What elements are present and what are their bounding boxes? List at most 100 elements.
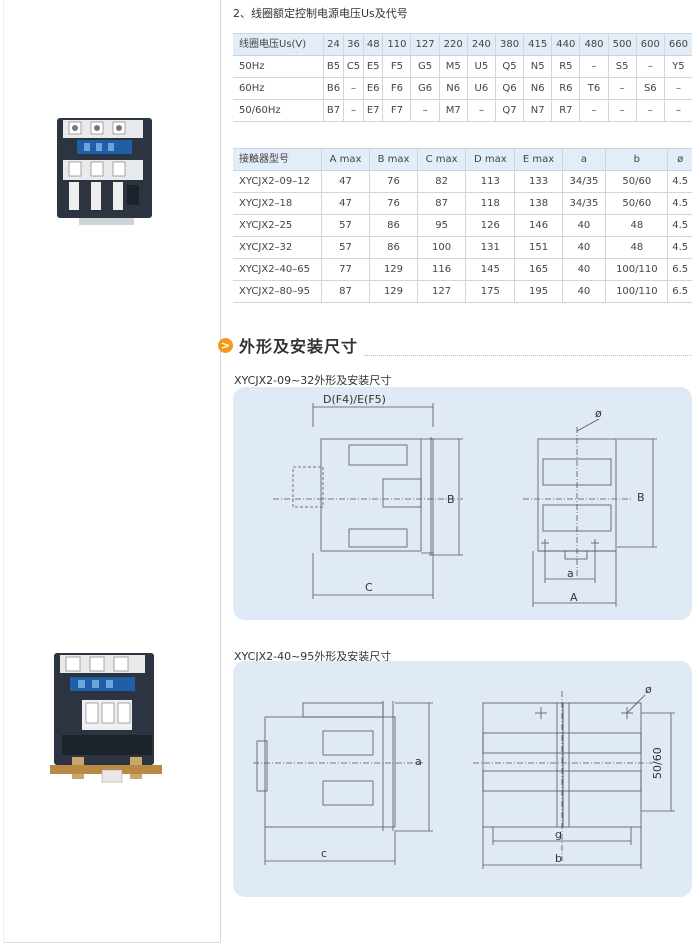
dim-label-de: D(F4)/E(F5): [323, 393, 386, 406]
header-cell: C max: [417, 148, 467, 171]
header-cell: b: [605, 148, 669, 171]
table-cell: 151: [514, 236, 563, 259]
table-cell: 40: [562, 236, 607, 259]
table-cell: E5: [363, 55, 384, 78]
table-cell: U5: [467, 55, 496, 78]
table-cell: 195: [514, 280, 563, 303]
contactor-large-photo: [50, 653, 162, 783]
table-cell: XYCJX2–09–12: [233, 170, 322, 193]
diagram2-panel: a c ø 50/60 g b: [233, 661, 692, 897]
table-cell: E7: [363, 99, 384, 122]
table-row: XYCJX2–25 57 86 95 126 146 40 48 4.5: [233, 214, 692, 237]
product-image-panel: [3, 0, 221, 943]
table-cell: XYCJX2–18: [233, 192, 322, 215]
table-cell: 87: [417, 192, 467, 215]
diagram1-title: XYCJX2-09~32外形及安装尺寸: [234, 374, 392, 387]
header-cell: 24: [323, 33, 344, 56]
table-cell: –: [410, 99, 440, 122]
table-cell: 57: [321, 214, 370, 237]
table-cell: –: [579, 55, 609, 78]
dim-label-phi: ø: [595, 407, 602, 420]
table-cell: T6: [579, 77, 609, 100]
header-cell: B max: [369, 148, 418, 171]
table-row: 50Hz B5 C5 E5 F5 G5 M5 U5 Q5 N5 R5 – S5 …: [233, 55, 692, 78]
table-cell: –: [343, 77, 365, 100]
table-cell: Q5: [495, 55, 525, 78]
table-cell: M7: [439, 99, 468, 122]
header-cell: 48: [363, 33, 384, 56]
table-cell: 175: [465, 280, 516, 303]
diagram1-drawing: D(F4)/E(F5) B C ø B a A: [273, 393, 657, 607]
table-cell: 127: [417, 280, 467, 303]
header-cell: 440: [551, 33, 581, 56]
table-cell: 145: [465, 258, 516, 281]
table-cell: B7: [323, 99, 344, 122]
header-cell: 415: [523, 33, 553, 56]
dim-label-a-small: a: [567, 567, 574, 580]
table-cell: –: [608, 99, 637, 122]
table-cell: 129: [369, 258, 418, 281]
table-cell: 4.5: [672, 176, 689, 187]
section-divider: [364, 355, 692, 356]
table-cell: 47: [321, 192, 370, 215]
dim-label-b-front: B: [637, 491, 645, 504]
table-cell: 50/60Hz: [233, 99, 324, 122]
table-cell: –: [675, 105, 681, 116]
table-cell: XYCJX2–32: [233, 236, 322, 259]
table-cell: 100/110: [605, 258, 669, 281]
table-cell: XYCJX2–25: [233, 214, 322, 237]
table-cell: 40: [562, 214, 607, 237]
table-header-row: 线圈电压Us(V) 24 36 48 110 127 220 240 380 4…: [233, 33, 692, 56]
dim-label-c: C: [365, 581, 373, 594]
table-cell: E6: [363, 77, 384, 100]
table-header-row: 接触器型号 A max B max C max D max E max a b …: [233, 148, 692, 171]
table-cell: 57: [321, 236, 370, 259]
table-cell: S5: [608, 55, 637, 78]
header-cell: 240: [467, 33, 496, 56]
table-cell: 129: [369, 280, 418, 303]
table-cell: F5: [382, 55, 412, 78]
table-cell: Q7: [495, 99, 525, 122]
section-title: 外形及安装尺寸: [239, 337, 359, 356]
table-cell: 76: [369, 170, 418, 193]
table-row: XYCJX2–32 57 86 100 131 151 40 48 4.5: [233, 236, 692, 259]
dim-label-b: b: [555, 852, 562, 865]
table-cell: N6: [523, 77, 553, 100]
dim-label-g: g: [555, 828, 562, 841]
table-cell: 82: [417, 170, 467, 193]
table-row: 60Hz B6 – E6 F6 G6 N6 U6 Q6 N6 R6 T6 – S…: [233, 77, 692, 100]
table-cell: 77: [321, 258, 370, 281]
table-cell: U6: [467, 77, 496, 100]
table-cell: 40: [562, 280, 607, 303]
dim-label-a-big: A: [570, 591, 578, 604]
dim-label-c: c: [321, 847, 327, 860]
diagram1-panel: D(F4)/E(F5) B C ø B a A: [233, 387, 692, 620]
dim-label-a: a: [415, 755, 422, 768]
table-cell: 4.5: [672, 198, 689, 209]
header-cell: 660: [668, 39, 688, 50]
table-cell: 34/35: [562, 170, 607, 193]
table-cell: 40: [562, 258, 607, 281]
table-cell: –: [675, 83, 681, 94]
table-cell: 50/60: [605, 170, 669, 193]
header-cell: E max: [514, 148, 563, 171]
coil-voltage-table: 线圈电压Us(V) 24 36 48 110 127 220 240 380 4…: [233, 33, 692, 122]
header-cell: 线圈电压Us(V): [233, 33, 324, 56]
table-cell: –: [636, 99, 665, 122]
voltage-table-title: 2、线圈额定控制电源电压Us及代号: [233, 7, 408, 20]
diagram2-drawing: a c ø 50/60 g b: [253, 683, 675, 869]
contactor-small-photo: [57, 118, 152, 225]
header-cell: 380: [495, 33, 525, 56]
table-cell: 6.5: [672, 286, 689, 297]
table-cell: –: [579, 99, 609, 122]
table-cell: 76: [369, 192, 418, 215]
table-cell: 34/35: [562, 192, 607, 215]
table-cell: 87: [321, 280, 370, 303]
header-cell: 500: [608, 33, 637, 56]
dimension-table: 接触器型号 A max B max C max D max E max a b …: [233, 148, 692, 303]
arrow-badge-icon: >: [218, 337, 233, 353]
table-cell: 116: [417, 258, 467, 281]
table-cell: –: [467, 99, 496, 122]
table-cell: 48: [605, 214, 669, 237]
table-cell: N7: [523, 99, 553, 122]
